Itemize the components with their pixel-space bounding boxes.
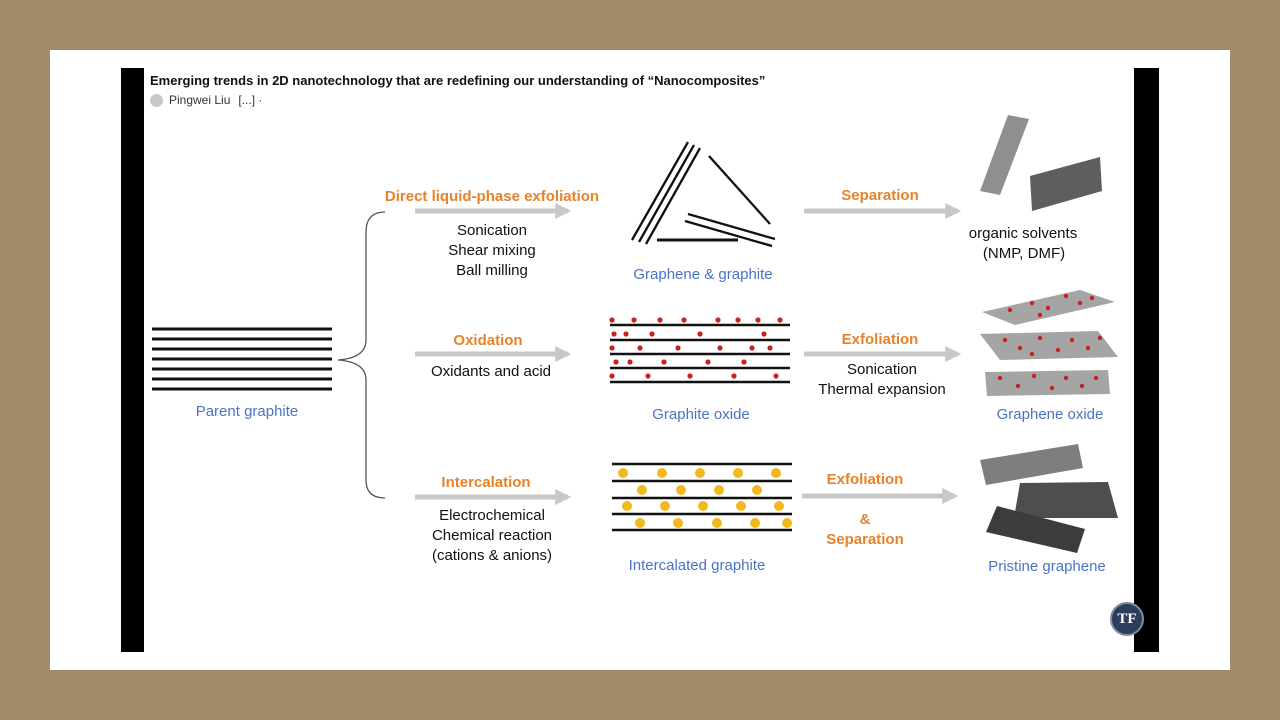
step-oxidants-acid: Oxidants and acid [431,363,551,380]
tf-logo-icon: TF [1110,602,1144,636]
intercalated-graphite-label: Intercalated graphite [629,557,766,574]
paper-header: Emerging trends in 2D nanotechnology tha… [150,72,850,107]
pristine-graphene-sheets [980,444,1118,553]
step-sonication: Sonication [457,222,527,239]
paper-title[interactable]: Emerging trends in 2D nanotechnology tha… [150,73,766,88]
right-black-bar [1134,68,1159,652]
step-ball-milling: Ball milling [456,262,528,279]
avatar [150,93,163,107]
graphene-oxide-label: Graphene oxide [997,406,1104,423]
step-cations-anions: (cations & anions) [432,547,552,564]
author-name[interactable]: Pingwei Liu [169,93,231,107]
left-black-bar [121,68,144,652]
graphite-oxide-stack [609,317,790,384]
method-separation-2: Separation [826,531,904,548]
step-sonication-2: Sonication [847,361,917,378]
graphene-graphite-label: Graphene & graphite [633,266,772,283]
method-oxidation: Oxidation [453,332,522,349]
branch-bracket [337,211,386,499]
step-shear-mixing: Shear mixing [448,242,536,259]
step-thermal-expansion: Thermal expansion [818,381,946,398]
intercalated-graphite-stack [612,462,792,532]
solvents-list-label: (NMP, DMF) [983,245,1065,262]
method-direct-exfoliation: Direct liquid-phase exfoliation [385,188,599,205]
step-electrochemical: Electrochemical [439,507,545,524]
pristine-graphene-label: Pristine graphene [988,558,1106,575]
method-exfoliation-1: Exfoliation [842,331,919,348]
method-intercalation: Intercalation [441,474,530,491]
parent-graphite-stack [152,327,332,391]
graphite-oxide-label: Graphite oxide [652,406,750,423]
parent-graphite-label: Parent graphite [196,403,299,420]
graphene-graphite-flakes [631,141,776,248]
organic-solvents-label: organic solvents [969,225,1077,242]
more-authors[interactable]: [...] · [238,93,263,107]
method-ampersand: & [860,511,871,528]
method-exfoliation-2: Exfoliation [827,471,904,488]
author-line: Pingwei Liu [...] · [150,93,850,107]
separated-flakes [980,115,1102,211]
graphene-oxide-sheets [980,290,1118,396]
method-separation: Separation [841,187,919,204]
step-chemical-reaction: Chemical reaction [432,527,552,544]
